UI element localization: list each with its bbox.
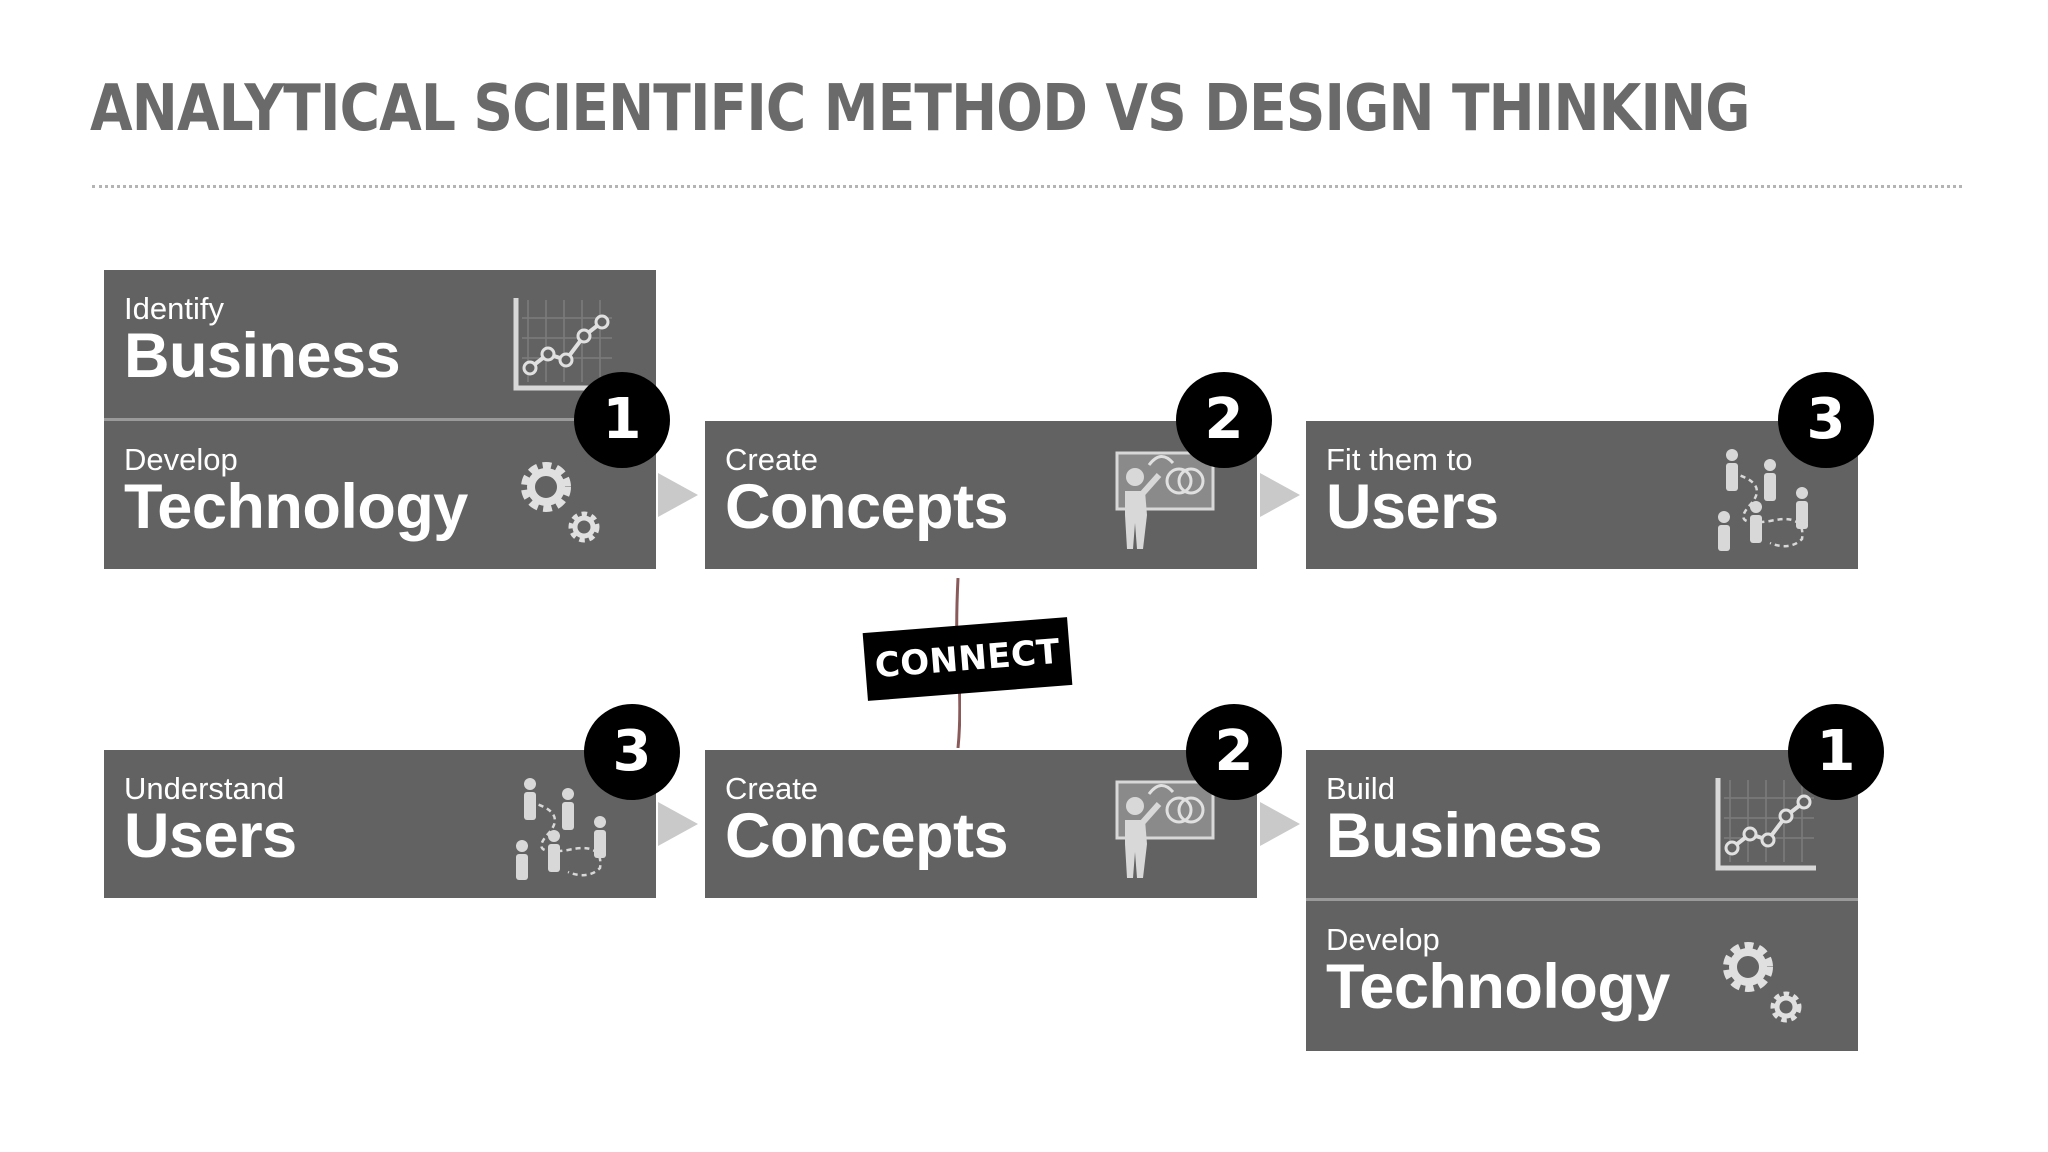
box-develop-technology: Develop Technology bbox=[104, 421, 656, 569]
box-big-label: Business bbox=[124, 321, 401, 391]
flow-arrow bbox=[1260, 802, 1300, 846]
box-big-label: Users bbox=[1326, 472, 1499, 542]
box-divider bbox=[1306, 898, 1858, 901]
box-small-label: Create bbox=[725, 442, 819, 477]
box-create-concepts: Create Concepts bbox=[705, 750, 1257, 898]
presenter-icon bbox=[1109, 443, 1219, 553]
users-journey-icon bbox=[1710, 443, 1820, 553]
users-journey-icon bbox=[508, 772, 618, 882]
box-small-label: Create bbox=[725, 771, 819, 806]
box-big-label: Concepts bbox=[725, 801, 1009, 871]
step-badge-1: 1 bbox=[574, 372, 670, 468]
box-small-label: Identify bbox=[124, 291, 224, 326]
box-big-label: Technology bbox=[124, 472, 468, 542]
title-divider bbox=[92, 185, 1962, 188]
box-divider bbox=[104, 418, 656, 421]
chart-icon bbox=[508, 292, 618, 402]
box-fit-users: Fit them to Users bbox=[1306, 421, 1858, 569]
step-badge-2: 2 bbox=[1186, 704, 1282, 800]
step-badge-3: 3 bbox=[584, 704, 680, 800]
step-badge-3: 3 bbox=[1778, 372, 1874, 468]
box-small-label: Understand bbox=[124, 771, 285, 806]
connect-label: CONNECT bbox=[862, 617, 1073, 701]
box-big-label: Users bbox=[124, 801, 297, 871]
box-big-label: Concepts bbox=[725, 472, 1009, 542]
box-big-label: Technology bbox=[1326, 952, 1670, 1022]
step-badge-2: 2 bbox=[1176, 372, 1272, 468]
box-small-label: Develop bbox=[124, 442, 238, 477]
connect-label-text: CONNECT bbox=[873, 631, 1062, 687]
box-small-label: Develop bbox=[1326, 922, 1440, 957]
presenter-icon bbox=[1109, 772, 1219, 882]
box-big-label: Business bbox=[1326, 801, 1603, 871]
flow-arrow bbox=[658, 473, 698, 517]
box-develop-technology: Develop Technology bbox=[1306, 901, 1858, 1051]
box-small-label: Fit them to bbox=[1326, 442, 1473, 477]
step-badge-1: 1 bbox=[1788, 704, 1884, 800]
box-understand-users: Understand Users bbox=[104, 750, 656, 898]
chart-icon bbox=[1710, 772, 1820, 882]
box-small-label: Build bbox=[1326, 771, 1395, 806]
box-create-concepts: Create Concepts bbox=[705, 421, 1257, 569]
box-build-business: Build Business bbox=[1306, 750, 1858, 898]
gears-icon bbox=[508, 443, 618, 553]
gears-icon bbox=[1710, 923, 1820, 1033]
slide-title: ANALYTICAL SCIENTIFIC METHOD VS DESIGN T… bbox=[90, 72, 1750, 146]
box-identify-business: Identify Business bbox=[104, 270, 656, 418]
flow-arrow bbox=[1260, 473, 1300, 517]
flow-arrow bbox=[658, 802, 698, 846]
